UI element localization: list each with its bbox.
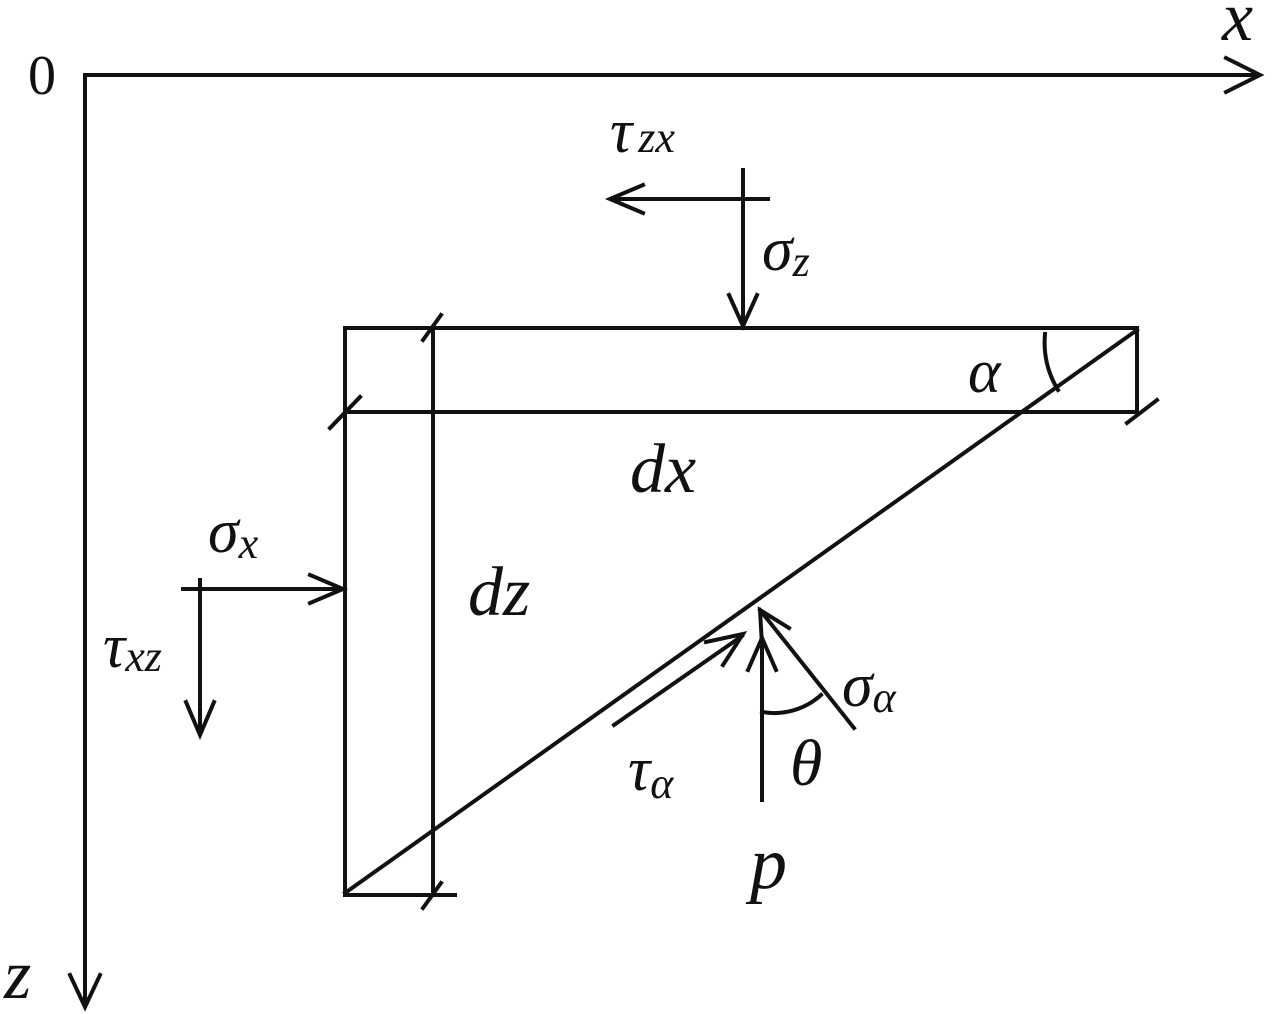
tau-alpha-arrow [611,631,748,728]
tau-xz-label: τxz [103,613,162,681]
sigma-z-arrow [726,168,760,331]
dx-label: dx [630,431,696,508]
dz-dimension [420,312,444,911]
sigma-x-arrow [181,572,349,606]
sigma-alpha-label: σα [842,652,897,722]
element-outline [342,326,1140,897]
p-label: p [745,823,787,905]
alpha-label: α [968,338,1002,406]
dx-dimension [327,394,1160,431]
origin-label: 0 [28,45,56,107]
tau-zx-arrow [604,182,770,216]
theta-arc [759,692,824,716]
sigma-x-label: σx [208,498,259,568]
sigma-z-label: σz [762,216,810,286]
z-axis-label: z [3,937,31,1014]
dz-label: dz [468,554,530,631]
theta-label: θ [790,727,822,800]
z-axis [67,73,103,1012]
p-arrow [745,633,779,802]
alpha-arc [1042,331,1061,393]
x-axis [83,55,1265,95]
tau-xz-arrow [183,578,217,741]
tau-alpha-label: τα [628,736,674,808]
x-axis-label: x [1221,0,1253,56]
sigma-alpha-arrow [757,606,857,731]
